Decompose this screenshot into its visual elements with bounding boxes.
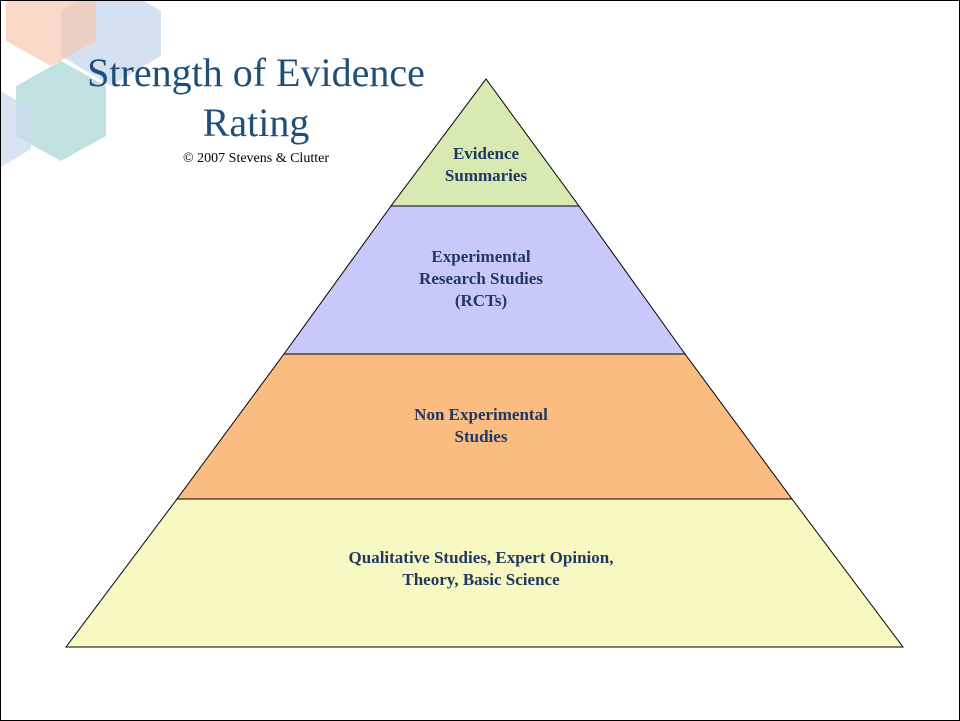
hexagon-shape [16, 61, 106, 161]
tier-label-line: Qualitative Studies, Expert Opinion, [348, 548, 614, 567]
tier-label-line: Studies [454, 427, 508, 446]
tier-label-experimental-research: Experimental Research Studies (RCTs) [381, 246, 581, 312]
copyright-notice: © 2007 Stevens & Clutter [183, 151, 329, 166]
tier-label-qualitative: Qualitative Studies, Expert Opinion, The… [261, 547, 701, 591]
slide-title-line-2: Rating [202, 100, 310, 145]
tier-label-non-experimental: Non Experimental Studies [381, 404, 581, 448]
tier-label-line: Research Studies [419, 269, 543, 288]
hexagon-shape [1, 91, 31, 167]
tier-label-line: Summaries [444, 166, 528, 185]
tier-label-evidence-summaries: Evidence Summaries [396, 143, 576, 187]
tier-label-line: (RCTs) [454, 291, 508, 310]
tier-1-shape [390, 78, 580, 207]
tier-label-line: Theory, Basic Science [402, 570, 560, 589]
tier-label-line: Evidence [452, 144, 520, 163]
tier-label-line: Experimental [431, 247, 531, 266]
tier-label-line: Non Experimental [414, 405, 548, 424]
slide-title-line-1: Strength of Evidence [87, 50, 425, 95]
hexagon-shape [6, 1, 96, 66]
hexagon-decoration [1, 1, 161, 167]
